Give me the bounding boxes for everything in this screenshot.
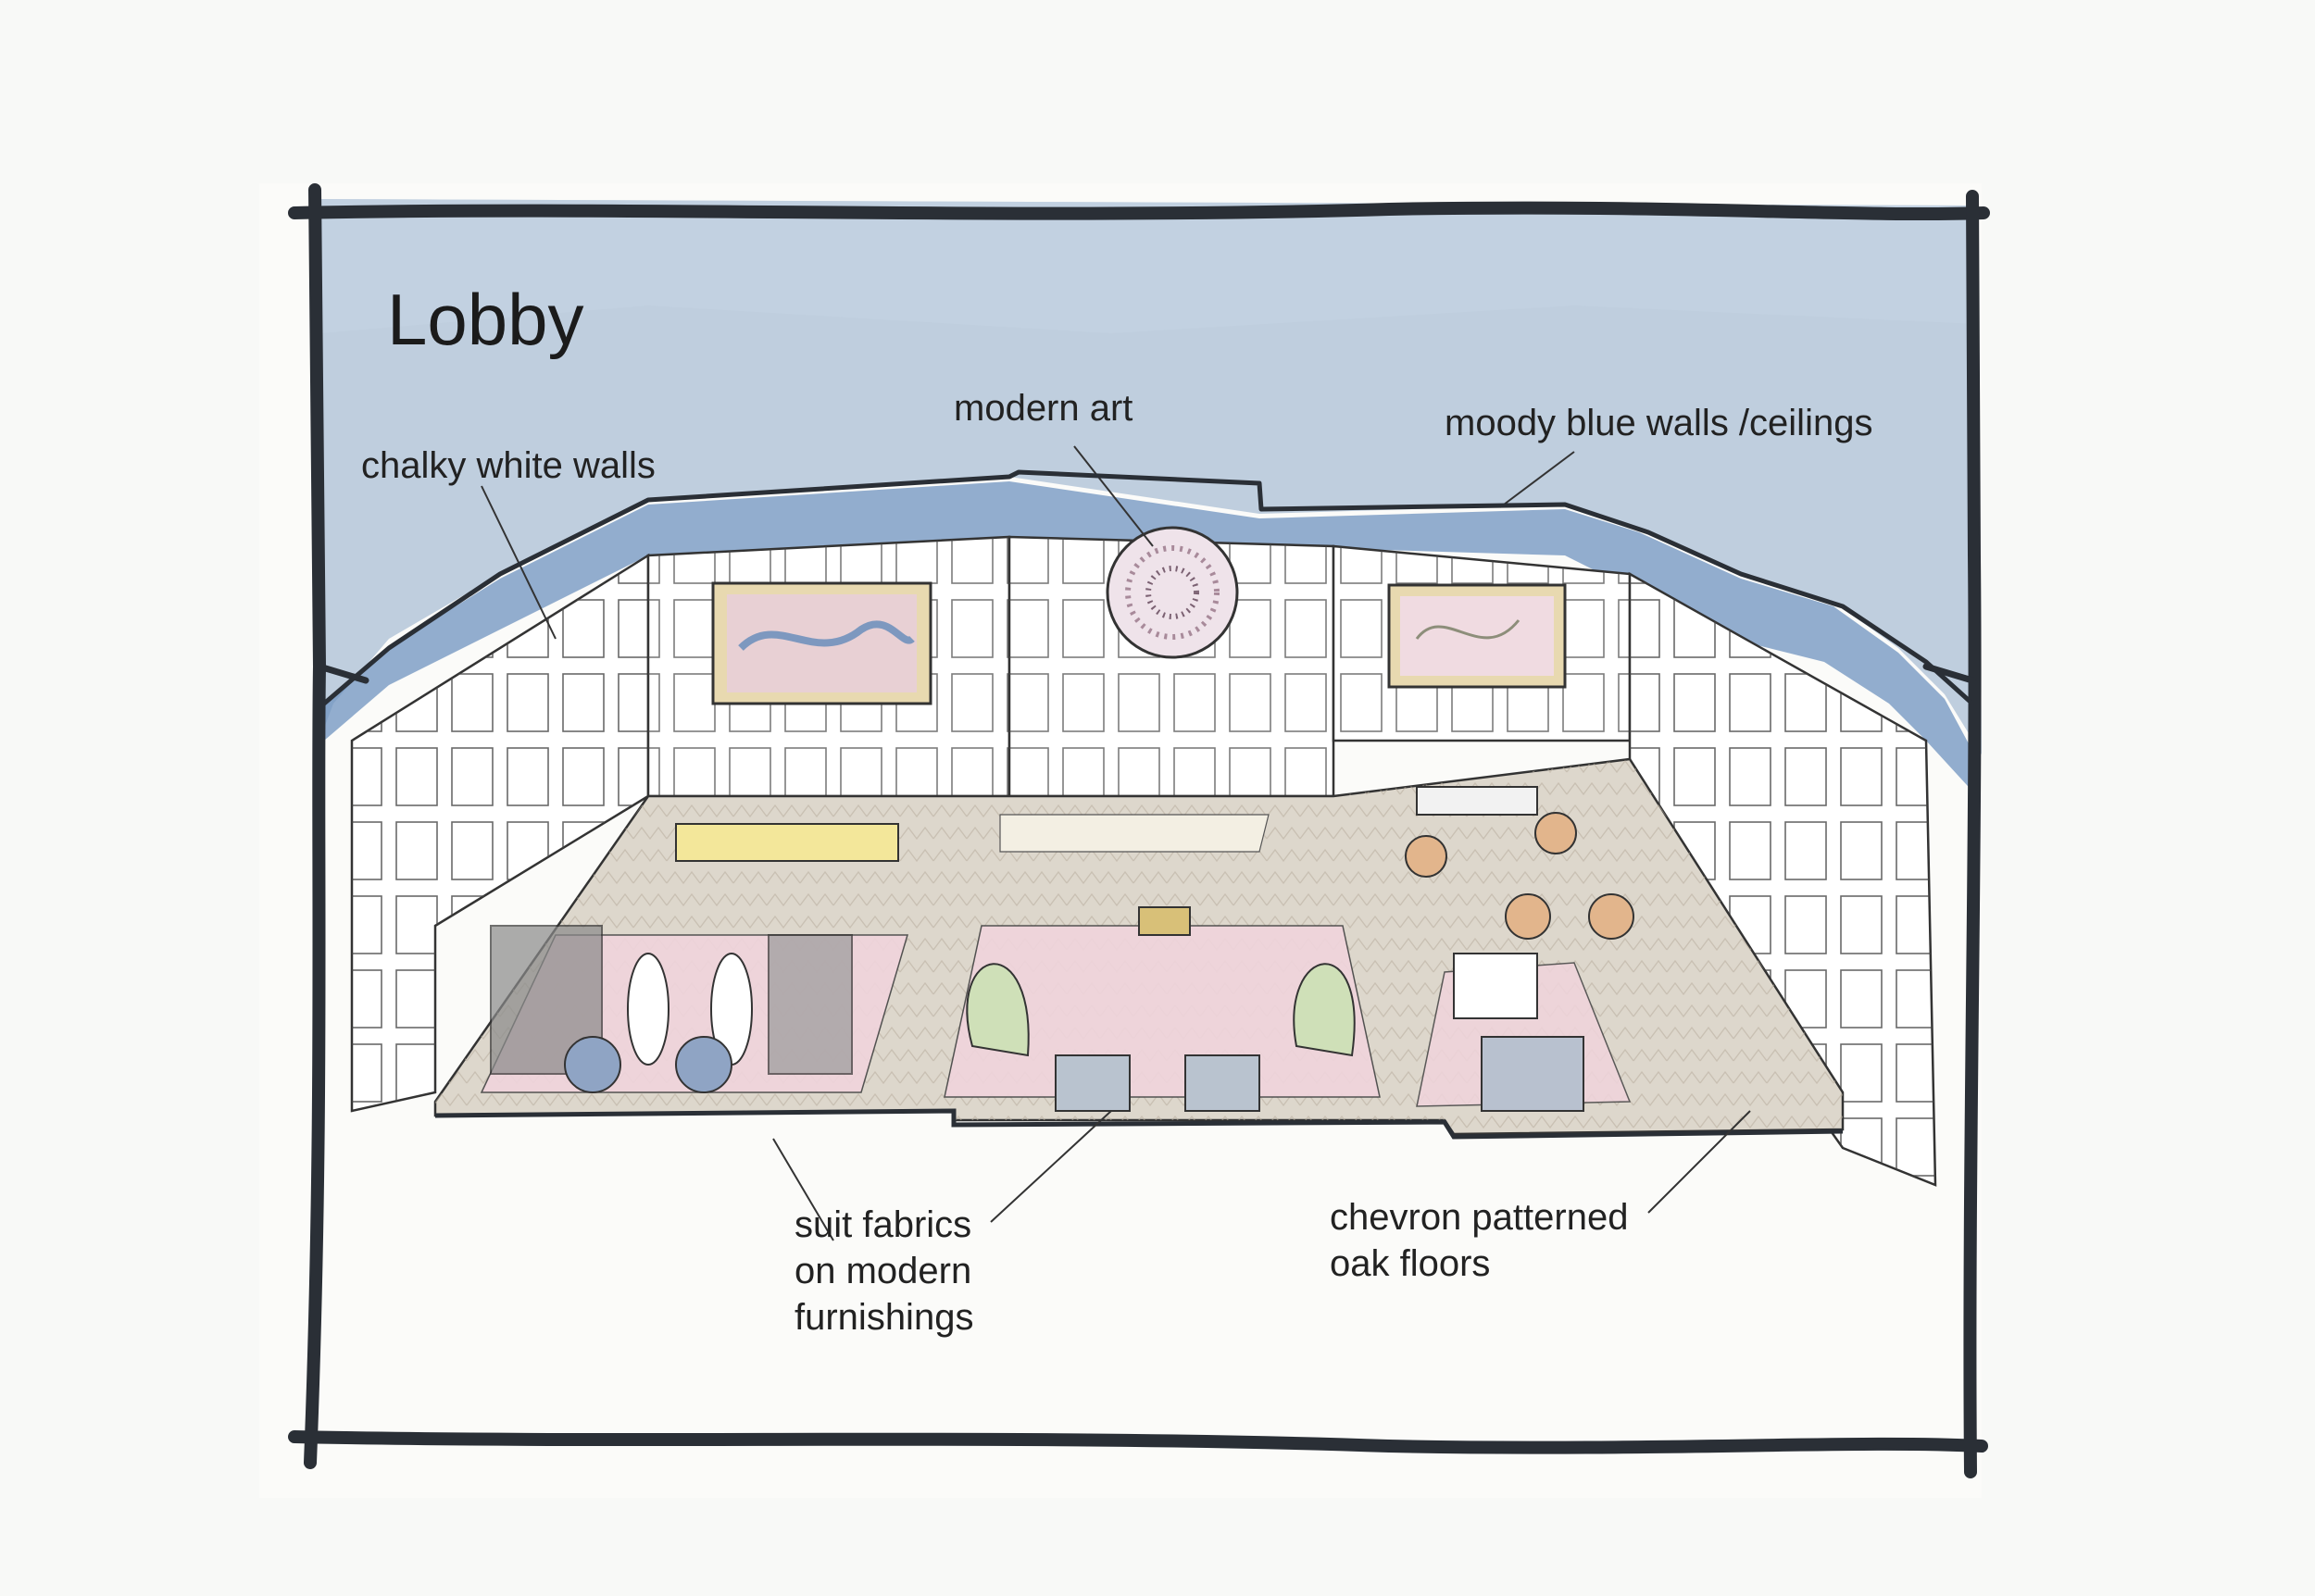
page-title: Lobby [387,279,584,360]
annotation-suit-fabrics-line: furnishings [795,1297,974,1338]
dining-table [675,823,899,862]
annotation-modern-art: modern art [954,388,1133,429]
annotation-suit-fabrics-line: suit fabrics [795,1204,972,1245]
annotation-chalky-white-walls: chalky white walls [361,445,656,486]
annotation-suit-fabrics: suit fabrics on modern furnishings [795,1202,973,1340]
annotation-moody-blue: moody blue walls /ceilings [1445,403,1873,443]
annotation-chevron-floors: chevron patterned oak floors [1330,1194,1628,1287]
sketch-frame [288,183,1990,1478]
annotation-chevron-floors-line: chevron patterned [1330,1197,1629,1238]
annotation-chevron-floors-line: oak floors [1330,1243,1491,1284]
annotation-suit-fabrics-line: on modern [795,1251,972,1291]
